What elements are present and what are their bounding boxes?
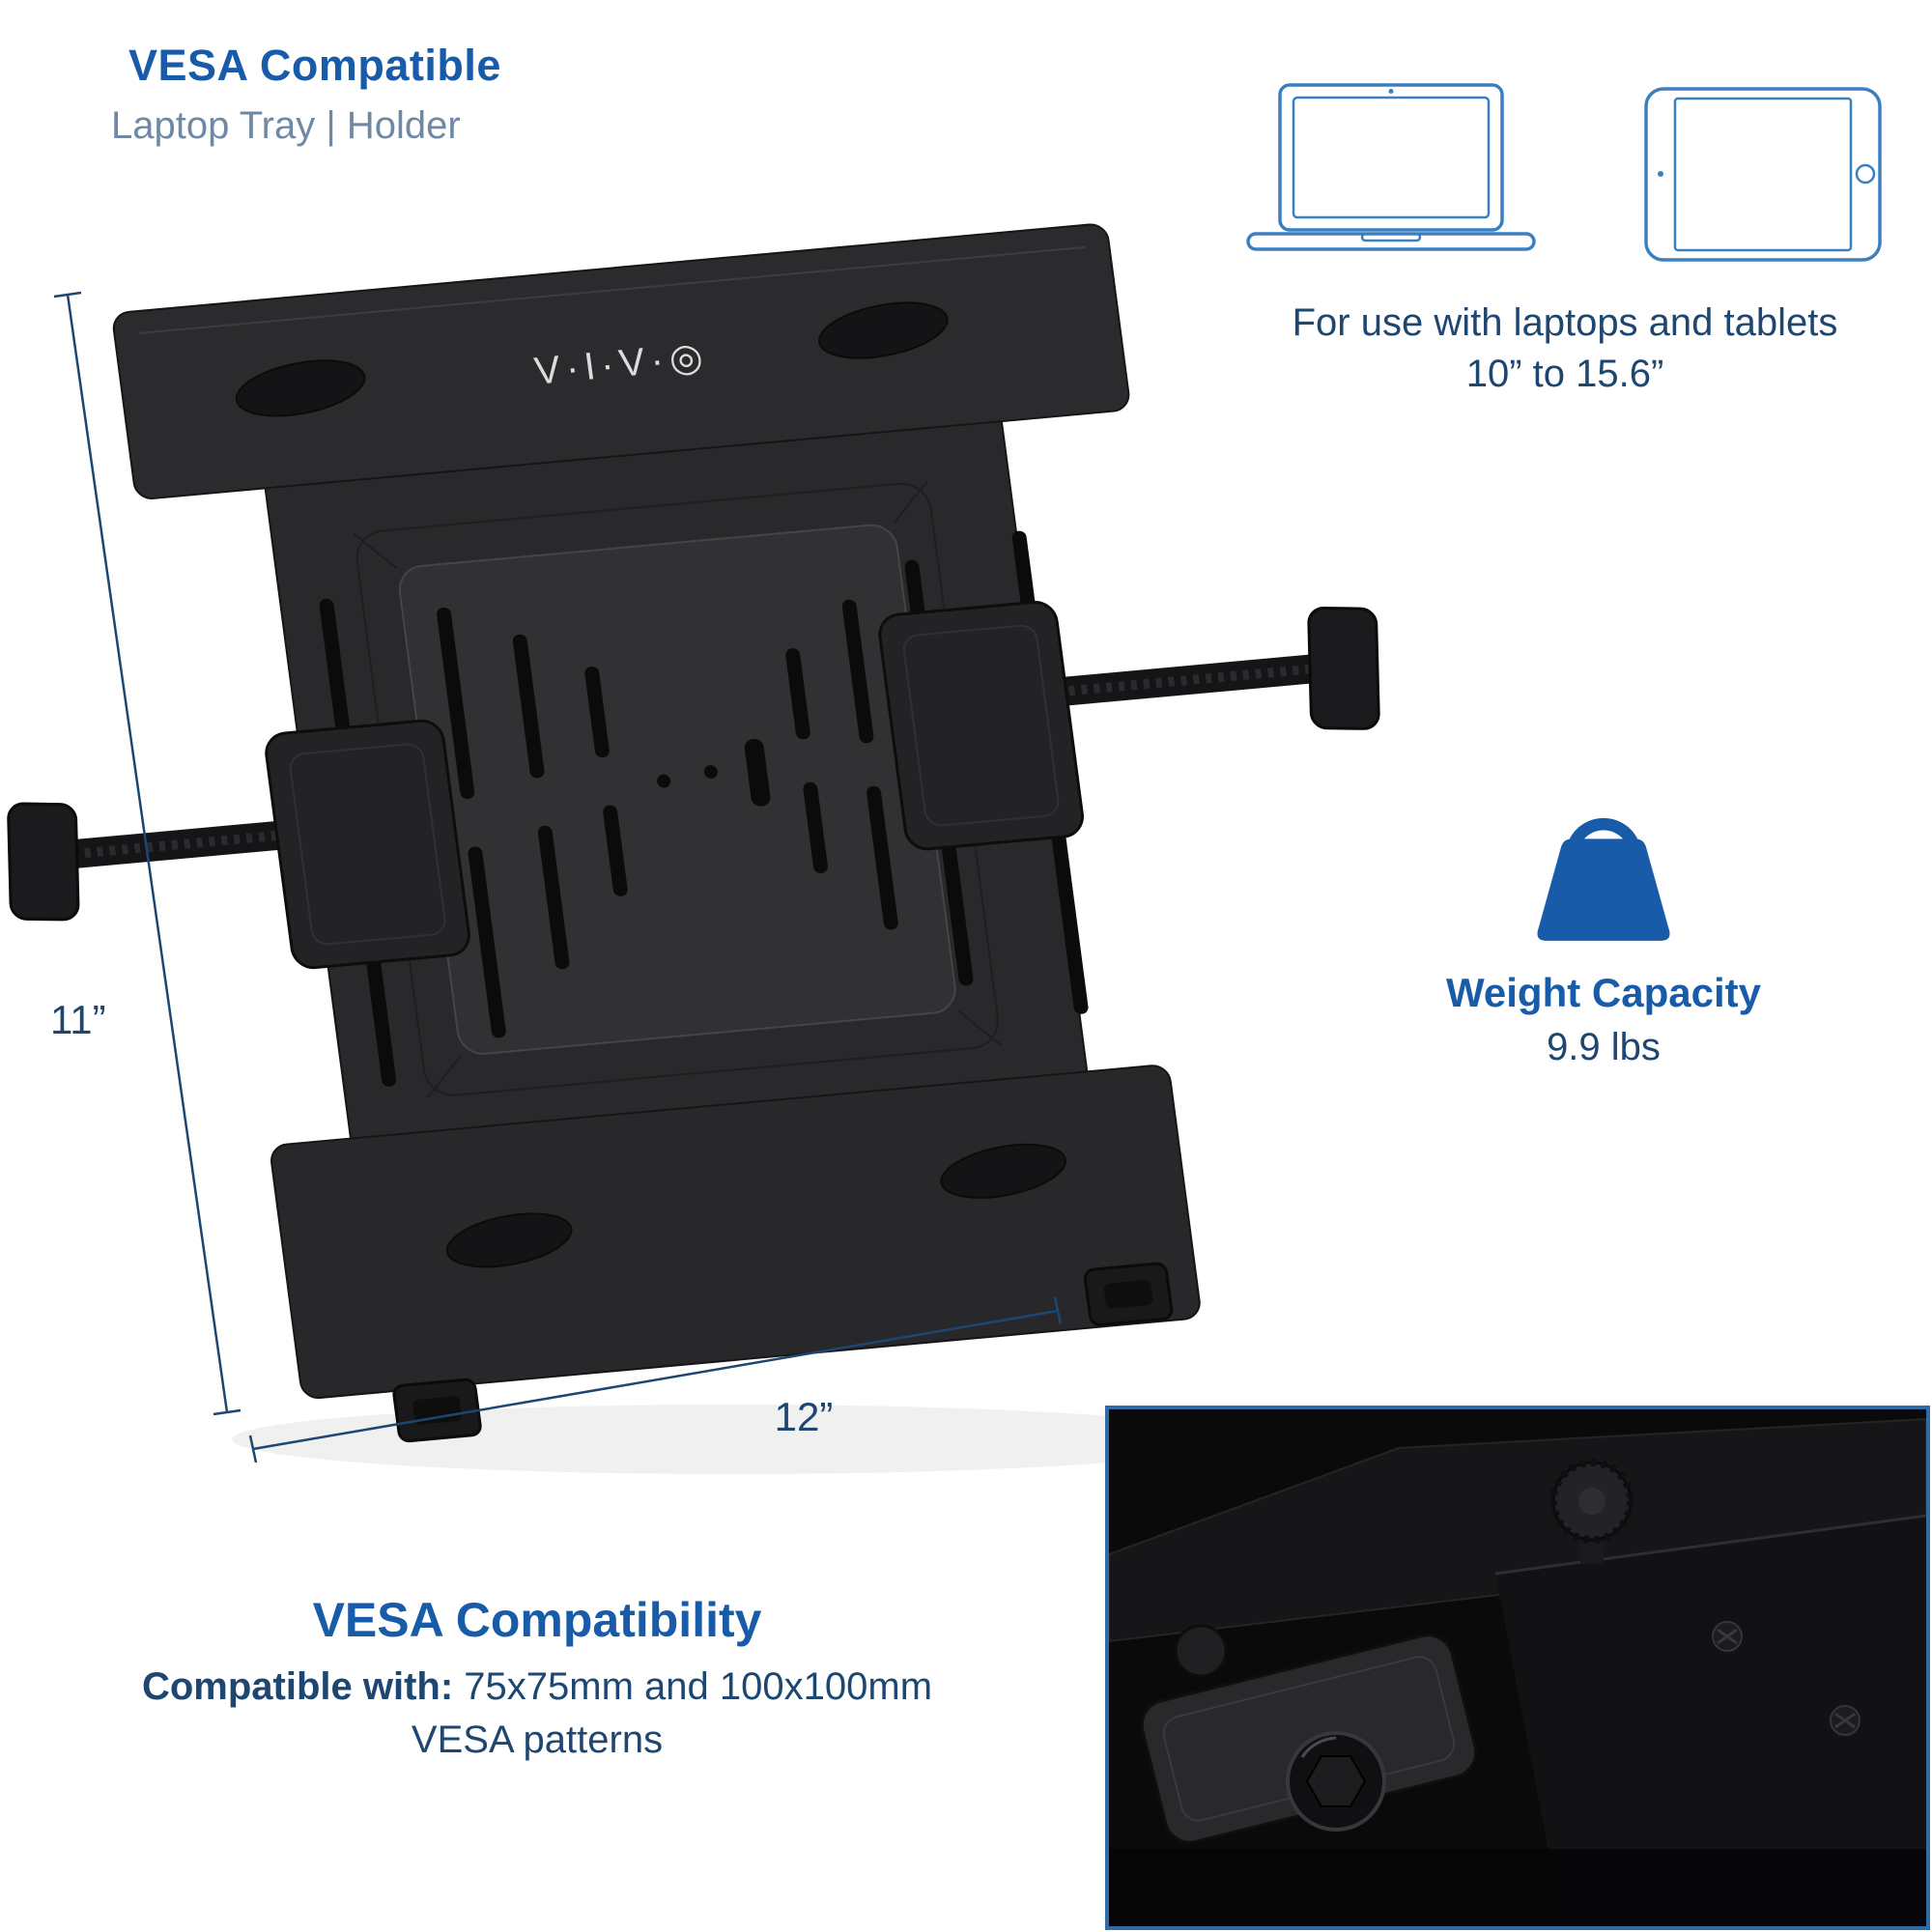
pivot-bolt xyxy=(1286,1731,1386,1832)
detail-photo xyxy=(1109,1409,1926,1926)
device-compatibility-note: For use with laptops and tablets 10” to … xyxy=(1208,298,1922,400)
page-title: VESA Compatible xyxy=(128,41,501,90)
weight-capacity-block: Weight Capacity 9.9 lbs xyxy=(1381,792,1826,1069)
vesa-patterns-label: VESA patterns xyxy=(411,1719,664,1761)
device-note-line2: 10” to 15.6” xyxy=(1465,352,1664,395)
width-dimension-label: 12” xyxy=(774,1394,834,1439)
header: VESA Compatible Laptop Tray | Holder xyxy=(111,41,501,148)
tablet-icon xyxy=(1644,87,1882,262)
weight-capacity-value: 9.9 lbs xyxy=(1547,1026,1661,1068)
thumbscrew-knob xyxy=(1549,1459,1634,1564)
vesa-compatibility-block: VESA Compatibility Compatible with: 75x7… xyxy=(54,1592,1020,1762)
vesa-compatibility-detail: Compatible with: 75x75mm and 100x100mm xyxy=(54,1665,1020,1709)
vesa-detail-sizes: 75x75mm and 100x100mm xyxy=(453,1665,933,1708)
height-dimension-label: 11” xyxy=(50,997,106,1042)
device-note-line1: For use with laptops and tablets xyxy=(1292,301,1838,344)
laptop-icon xyxy=(1246,83,1536,251)
panel-screws xyxy=(1712,1621,1861,1736)
vesa-detail-prefix: Compatible with: xyxy=(141,1665,454,1708)
page-subtitle: Laptop Tray | Holder xyxy=(111,104,461,147)
product-shadow xyxy=(232,1405,1236,1474)
dimension-lines xyxy=(53,291,1063,1463)
laptop-tray: V·I·V·◎ xyxy=(7,223,1380,1443)
weight-icon xyxy=(1537,817,1670,941)
detail-photo-frame xyxy=(1105,1406,1930,1930)
product-photo: V·I·V·◎ xyxy=(7,223,1380,1474)
rubber-pads xyxy=(235,301,1066,1268)
left-clamp xyxy=(7,719,470,970)
front-hooks xyxy=(392,1262,1174,1443)
right-clamp xyxy=(878,600,1380,851)
weight-capacity-title: Weight Capacity xyxy=(1446,970,1761,1015)
vesa-compatibility-title: VESA Compatibility xyxy=(312,1593,762,1647)
